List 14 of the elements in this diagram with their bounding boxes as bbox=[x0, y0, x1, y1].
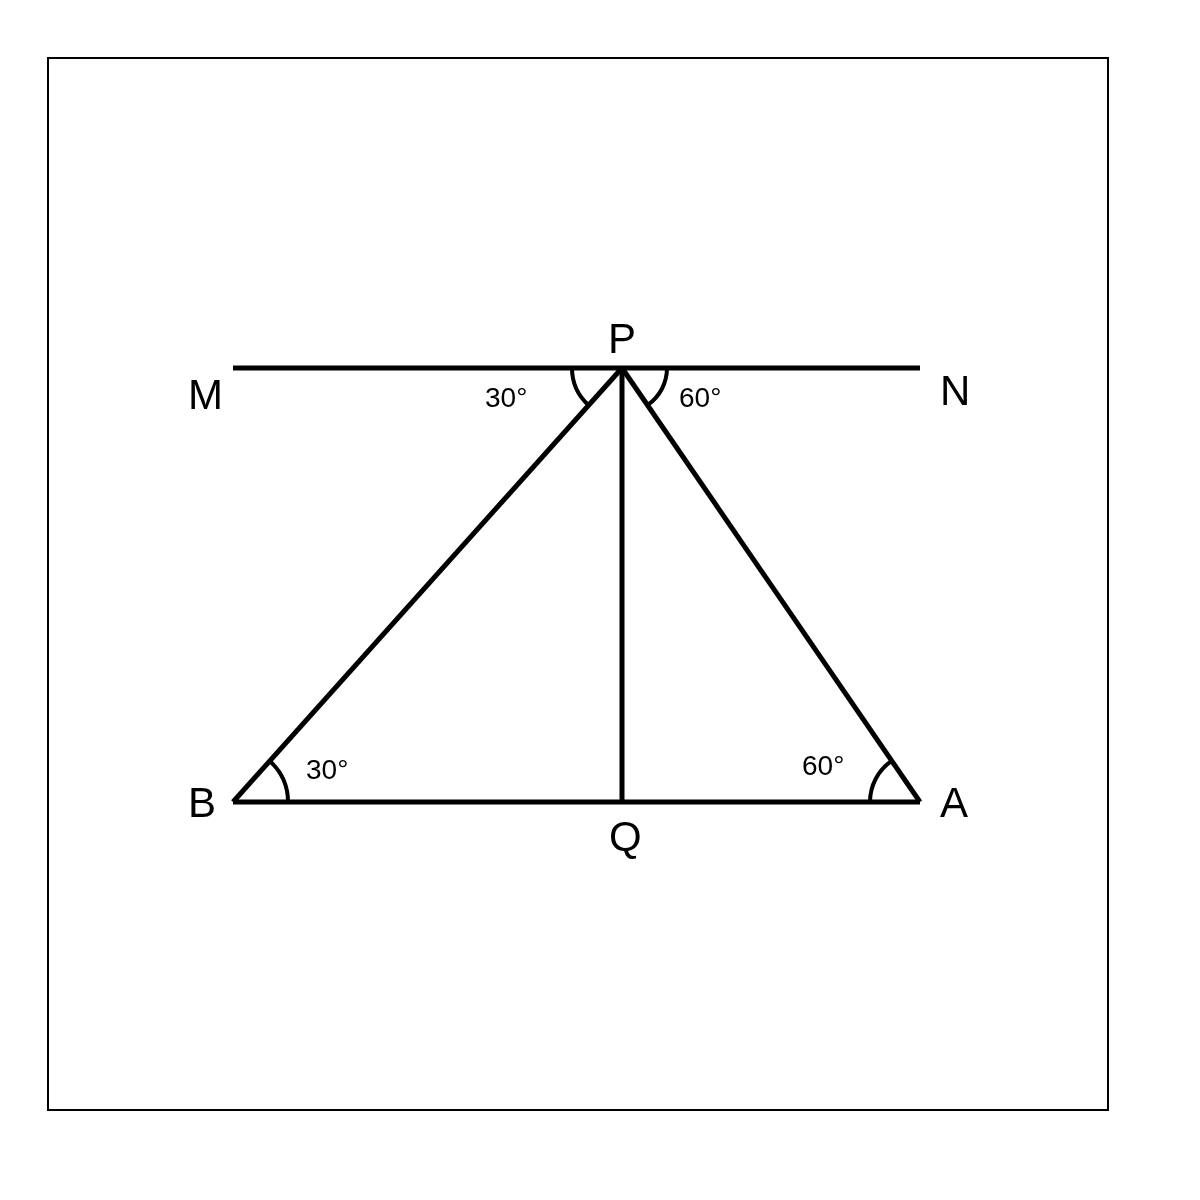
point-label: Q bbox=[609, 816, 642, 858]
point-label: M bbox=[188, 374, 223, 416]
line-segment bbox=[622, 365, 920, 371]
point-label: B bbox=[188, 782, 216, 824]
point-label: N bbox=[940, 370, 971, 412]
line-segment bbox=[233, 799, 622, 805]
point-label: A bbox=[940, 782, 968, 824]
angle-label: 60° bbox=[679, 384, 722, 412]
point-label: P bbox=[608, 318, 636, 360]
line-segment bbox=[233, 365, 622, 371]
angle-label: 30° bbox=[306, 756, 349, 784]
angle-label: 30° bbox=[485, 384, 528, 412]
angle-label: 60° bbox=[802, 752, 845, 780]
line-segment bbox=[622, 799, 920, 805]
